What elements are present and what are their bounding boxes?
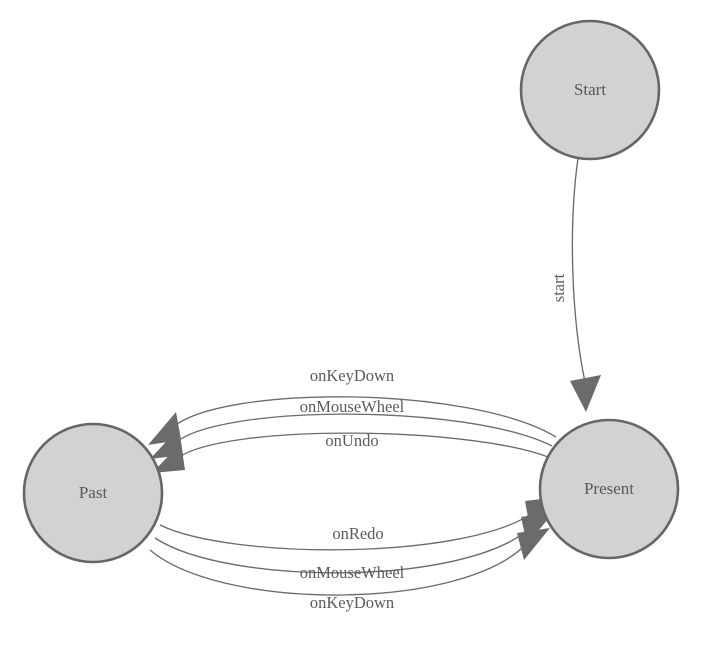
- node-present[interactable]: Present: [538, 418, 680, 560]
- edge-past-to-present-onredo: onRedo: [159, 497, 558, 551]
- node-start-circle[interactable]: [519, 19, 661, 161]
- edge-start-to-present: start: [549, 157, 601, 412]
- edge-past-to-present-onkeydown: onKeyDown: [149, 528, 550, 612]
- node-present-circle[interactable]: [538, 418, 680, 560]
- edge-present-to-past-onundo-path: [177, 432, 549, 459]
- edge-present-to-past-onundo-arrowhead: [152, 443, 185, 473]
- edge-past-to-present-onmousewheel-path: [154, 527, 531, 574]
- edge-present-to-past-onkeydown-path: [171, 396, 557, 438]
- edge-label-present-past-onkeydown: onKeyDown: [310, 366, 394, 385]
- node-present-label: Present: [584, 479, 634, 498]
- edge-label-present-past-onmousewheel: onMouseWheel: [300, 397, 405, 416]
- edge-label-present-past-onundo: onUndo: [325, 431, 378, 450]
- edge-past-to-present-onmousewheel: onMouseWheel: [154, 512, 554, 582]
- edge-present-to-past-onmousewheel-path: [174, 413, 553, 447]
- node-start[interactable]: Start: [519, 19, 661, 161]
- node-past-circle[interactable]: [22, 422, 164, 564]
- node-start-label: Start: [574, 80, 606, 99]
- edge-past-to-present-onkeydown-path: [149, 543, 527, 596]
- edge-start-to-present-path: [571, 157, 586, 383]
- edge-label-past-present-onredo: onRedo: [332, 524, 383, 543]
- edge-past-to-present-onkeydown-arrowhead: [517, 528, 550, 560]
- node-past[interactable]: Past: [22, 422, 164, 564]
- edge-label-past-present-onkeydown: onKeyDown: [310, 593, 394, 612]
- edge-present-to-past-onundo: onUndo: [152, 431, 549, 473]
- edge-label-past-present-onmousewheel: onMouseWheel: [300, 563, 405, 582]
- node-past-label: Past: [79, 483, 108, 502]
- edge-past-to-present-onredo-path: [159, 511, 535, 551]
- edge-label-start: start: [549, 273, 568, 302]
- edge-start-to-present-arrowhead: [570, 375, 601, 412]
